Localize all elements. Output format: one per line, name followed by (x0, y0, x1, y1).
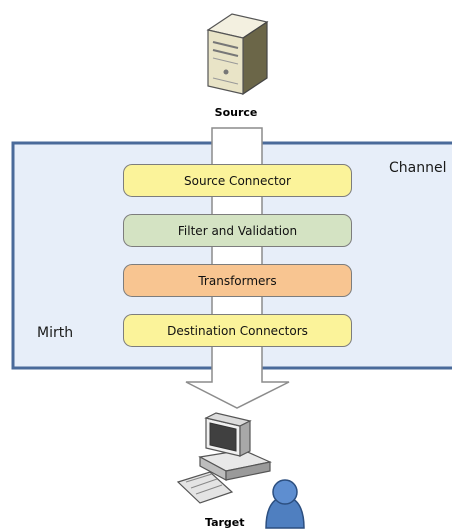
stage-label: Transformers (198, 273, 277, 288)
stage-label: Destination Connectors (167, 323, 308, 338)
stage-label: Source Connector (184, 173, 291, 188)
stage-label: Filter and Validation (177, 223, 298, 238)
stage-filter-validation: Filter and Validation (123, 214, 352, 247)
stage-transformers: Transformers (123, 264, 352, 297)
channel-label: Channel (389, 160, 447, 176)
server-tower-icon (206, 13, 269, 96)
stage-source-connector: Source Connector (123, 164, 352, 197)
mirth-label: Mirth (37, 325, 74, 341)
workstation-user-icon (176, 412, 305, 529)
target-label: Target (205, 516, 245, 529)
stage-destination-connectors: Destination Connectors (123, 314, 352, 347)
source-label: Source (214, 106, 258, 119)
